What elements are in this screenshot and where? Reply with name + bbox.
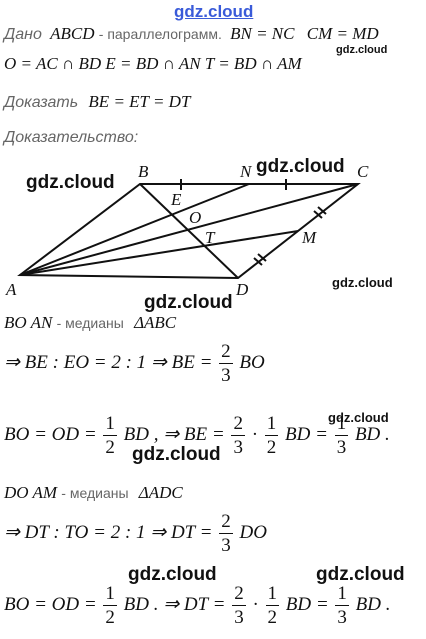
part2-medians-line: DO AM - медианы ΔADC [4,483,183,503]
watermark: gdz.cloud [328,410,389,425]
part1-ratio-lhs: ⇒ BE : EO = 2 : 1 ⇒ BE = [4,351,213,373]
fraction-numerator: 1 [103,583,117,606]
point-label-C: C [357,162,369,181]
point-label-D: D [236,280,249,299]
given-cond-1: BN = NC [230,24,295,43]
tick-MD-2 [257,253,267,262]
fraction: 2 3 [219,342,233,385]
fraction-numerator: 2 [232,583,246,606]
part2-medians-text: - медианы [61,485,129,501]
part1-medians-text: - медианы [56,315,124,331]
fraction-denominator: 3 [337,607,347,628]
watermark: gdz.cloud [316,564,405,585]
eq-end: BD . [355,593,391,615]
fraction-denominator: 3 [233,437,243,458]
point-label-E: E [171,190,182,209]
eq-bd: BD = [285,593,329,615]
proof-label: Доказательство: [4,129,139,146]
parallelogram-figure [17,179,361,280]
watermark: gdz.cloud [336,44,388,56]
part1-triangle: ΔABC [134,313,177,332]
fraction-numerator: 2 [231,413,245,436]
point-label-O: O [189,208,202,227]
given-cond-2: CM = MD [306,24,379,43]
tick-CM-1 [313,210,323,219]
given-line-2: O = AC ∩ BD E = BD ∩ AN T = BD ∩ AM [4,54,302,73]
watermark: gdz.cloud [144,292,233,313]
point-label-T: T [205,228,215,247]
part2-ratio-line: ⇒ DT : TO = 2 : 1 ⇒ DT = 2 3 DO [4,512,267,555]
fraction-denominator: 3 [234,607,244,628]
part2-ratio-rhs: DO [239,521,267,543]
eq-end: BD . [354,423,390,445]
fraction-numerator: 1 [334,413,349,436]
fraction-denominator: 2 [266,437,277,458]
fraction-numerator: 1 [265,583,280,606]
prove-statement: BE = ET = DT [88,92,191,111]
fraction: 2 3 [219,512,233,555]
point-label-B: B [138,162,149,181]
fraction-denominator: 2 [105,437,115,458]
fraction-numerator: 2 [219,341,233,364]
eq-dot: · [252,593,259,615]
given-desc: - параллелограмм. [98,26,222,42]
watermark: gdz.cloud [26,172,115,193]
part1-medians-line: BO AN - медианы ΔABC [4,313,176,333]
part1-ratio-line: ⇒ BE : EO = 2 : 1 ⇒ BE = 2 3 BO [4,342,265,385]
eq-dot: · [251,423,259,445]
watermark: gdz.cloud [332,275,393,290]
given-label: Дано [4,26,42,43]
prove-line: Доказать BE = ET = DT [4,92,190,112]
fraction-denominator: 2 [267,607,278,628]
segment-AN [19,183,250,276]
fraction-denominator: 2 [105,607,115,628]
part2-medians-seg: DO AM [4,483,58,502]
eq-mid: BD . ⇒ DT = [123,593,226,615]
point-label-M: M [302,228,317,247]
watermark: gdz.cloud [128,564,217,585]
given-quad: ABCD [50,24,95,43]
diagonal-BD [139,183,239,279]
given-line-1: Дано ABCD - параллелограмм. BN = NC CM =… [4,24,379,44]
point-label-A: A [6,280,17,299]
eq-lhs: BO = OD = [4,423,97,445]
part1-medians-seg: BO AN [4,313,53,332]
part2-ratio-lhs: ⇒ DT : TO = 2 : 1 ⇒ DT = [4,521,213,543]
prove-label: Доказать [4,94,79,111]
eq-lhs: BO = OD = [4,593,97,615]
fraction-numerator: 1 [264,413,279,436]
eq-mid: BD , ⇒ BE = [123,423,225,445]
fraction-denominator: 3 [336,437,347,458]
watermark: gdz.cloud [256,156,345,177]
fraction-numerator: 1 [103,413,117,436]
diagonal-AC [19,183,359,276]
tick-CM-2 [317,206,327,215]
point-label-N: N [240,162,252,181]
eq-bd: BD = [285,423,328,445]
segment-AM [19,230,299,276]
site-logo[interactable]: gdz.cloud [174,2,254,21]
tick-MD-1 [253,257,263,266]
part2-triangle: ΔADC [138,483,183,502]
watermark: gdz.cloud [132,444,221,465]
fraction-numerator: 2 [219,511,233,534]
fraction-denominator: 3 [221,535,231,556]
fraction-denominator: 3 [221,365,231,386]
fraction-numerator: 1 [335,583,349,606]
part1-ratio-rhs: BO [239,351,265,373]
